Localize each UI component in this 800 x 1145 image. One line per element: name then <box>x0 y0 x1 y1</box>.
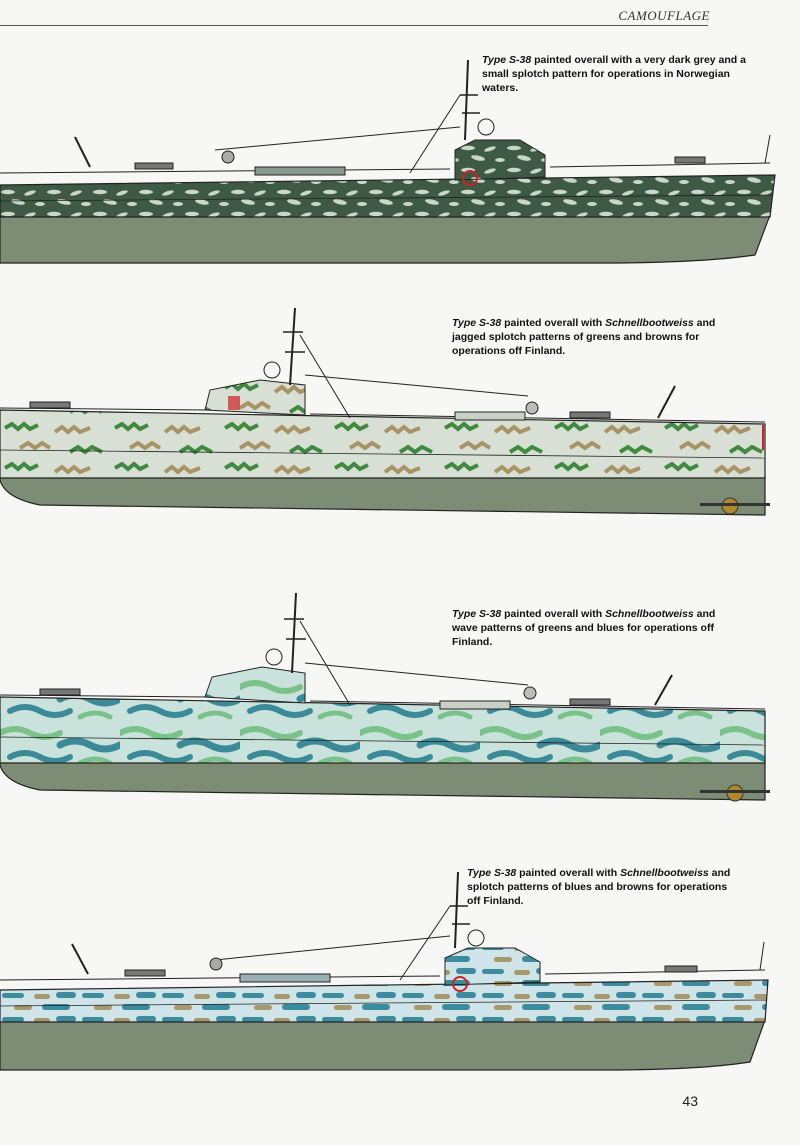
caption-paint-name: Schnellbootweiss <box>605 317 694 329</box>
caption-type-label: Type S-38 <box>482 54 532 66</box>
caption-text: painted overall with <box>516 867 621 879</box>
caption-paint-name: Schnellbootweiss <box>605 608 694 620</box>
caption-boat-3: Type S-38 painted overall with Schnellbo… <box>452 607 722 649</box>
caption-text: painted overall with <box>501 317 606 329</box>
caption-boat-2: Type S-38 painted overall with Schnellbo… <box>452 316 722 358</box>
boat-illustration-1 <box>0 59 776 264</box>
caption-paint-name: Schnellbootweiss <box>620 867 709 879</box>
caption-text: and jagged splotch patterns of greens an… <box>452 317 716 357</box>
caption-text: painted overall with <box>501 608 606 620</box>
page-number: 43 <box>682 1093 698 1109</box>
caption-text: and wave patterns of greens and blues fo… <box>452 608 716 648</box>
boat-illustration-3 <box>0 592 770 802</box>
caption-boat-4: Type S-38 painted overall with Schnellbo… <box>467 866 737 908</box>
running-head: CAMOUFLAGE <box>618 8 710 23</box>
caption-type-label: Type S-38 <box>467 867 517 879</box>
boat-illustration-2 <box>0 307 770 516</box>
caption-text: and splotch patterns of blues and browns… <box>467 867 731 907</box>
header-rule <box>0 25 708 26</box>
caption-text: painted overall with a very dark grey an… <box>482 54 746 94</box>
boat-illustration-4 <box>0 871 769 1071</box>
caption-type-label: Type S-38 <box>452 317 502 329</box>
caption-type-label: Type S-38 <box>452 608 502 620</box>
caption-boat-1: Type S-38 painted overall with a very da… <box>482 53 752 95</box>
